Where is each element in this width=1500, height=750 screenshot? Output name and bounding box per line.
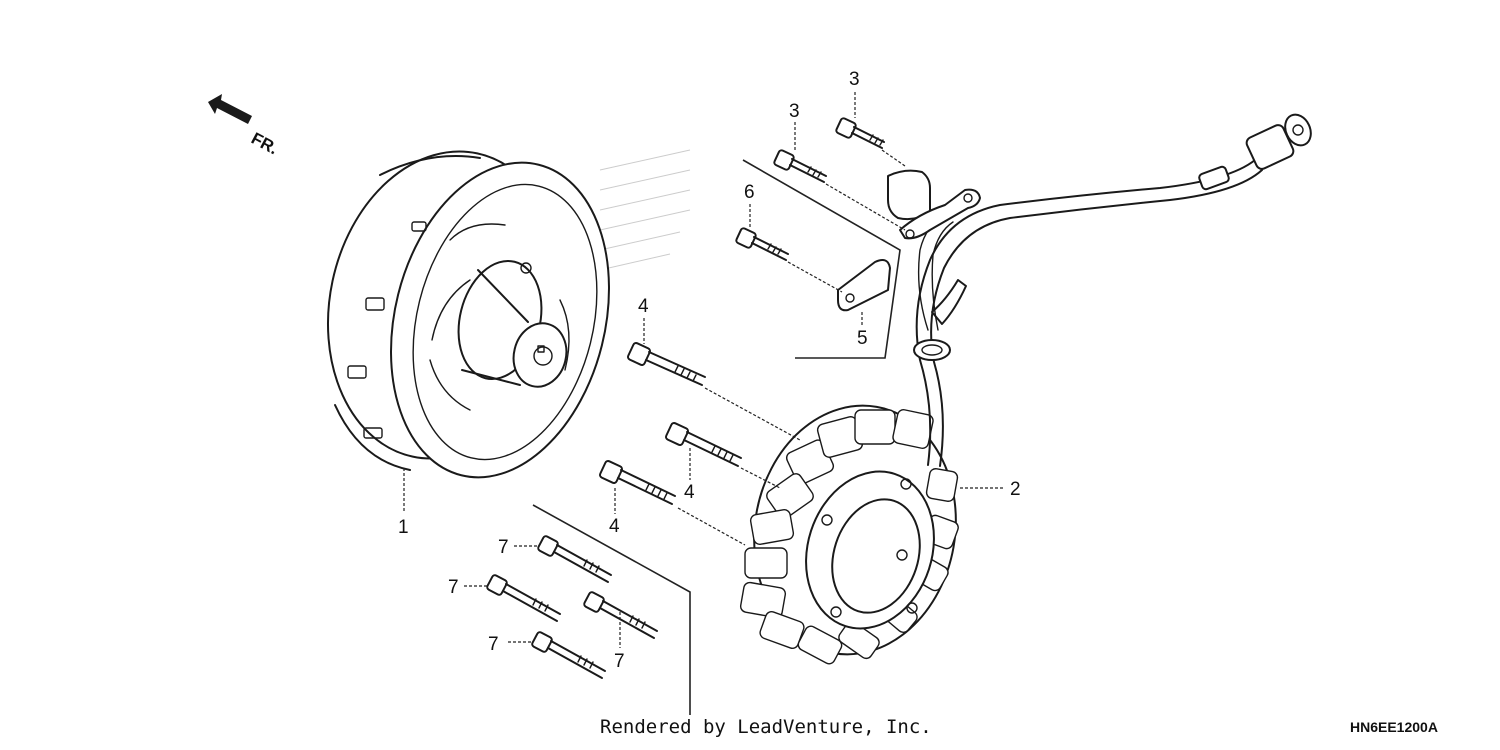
callout-flywheel: 1 (398, 517, 409, 538)
callout-cover-bolt-d: 7 (488, 634, 499, 655)
callout-stator-bolt-top: 4 (638, 296, 649, 317)
clamp-bolt (735, 227, 789, 261)
callout-stator: 2 (1010, 479, 1021, 500)
callout-pulser-bolt-lower: 3 (789, 101, 800, 122)
pulser-bolt-lower (773, 149, 827, 183)
wire-harness-drawing (913, 113, 1312, 467)
clamp-drawing (837, 259, 891, 312)
callout-clamp: 5 (857, 328, 868, 349)
diagram-code: HN6EE1200A (1350, 719, 1438, 735)
cover-bolt-d (531, 631, 606, 679)
callout-stator-bolt-low: 4 (609, 516, 620, 537)
callout-stator-bolt-mid: 4 (684, 482, 695, 503)
flywheel-drawing (326, 149, 691, 479)
front-direction-label: FR. (248, 129, 281, 159)
cover-bolt-a (537, 535, 612, 583)
callout-cover-bolt-a: 7 (498, 537, 509, 558)
pulser-bolt-upper (835, 117, 885, 149)
callout-cover-bolt-c: 7 (614, 651, 625, 672)
callout-clamp-bolt: 6 (744, 182, 755, 203)
stator-bolt-mid (665, 422, 742, 467)
callout-pulser-bolt-upper: 3 (849, 69, 860, 90)
leader-lines (403, 92, 1004, 648)
group-bracket-lower (532, 504, 691, 715)
front-direction-arrow-icon (208, 94, 252, 124)
group-bracket-upper (742, 159, 901, 359)
stator-bolt-low (599, 460, 676, 505)
render-credit: Rendered by LeadVenture, Inc. (600, 716, 932, 738)
stator-bolt-top (627, 342, 706, 386)
cover-bolt-c (583, 591, 658, 639)
stator-drawing (739, 404, 959, 665)
callout-cover-bolt-b: 7 (448, 577, 459, 598)
pulser-generator-drawing (887, 169, 981, 240)
cover-bolt-b (486, 574, 561, 622)
